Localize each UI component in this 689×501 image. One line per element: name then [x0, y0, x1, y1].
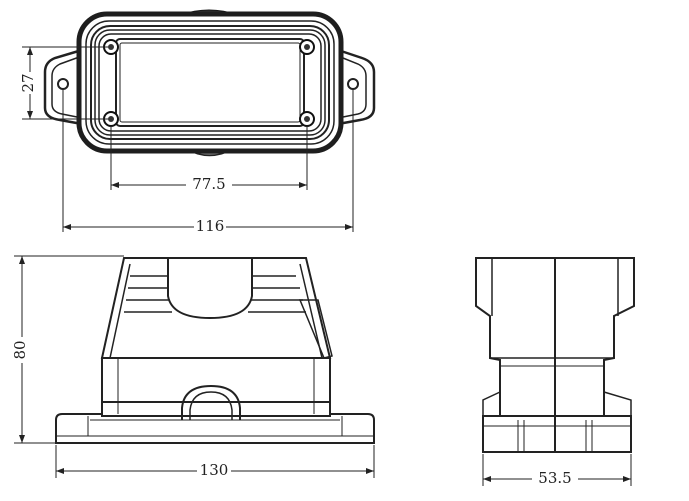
dim-label-27: 27: [19, 73, 37, 92]
side-view: 53.5: [475, 257, 635, 488]
front-hood: [100, 257, 332, 359]
hood-center-dome: [167, 258, 253, 320]
dim-27: 27: [19, 46, 108, 120]
side-base: [482, 415, 632, 453]
front-base: [55, 401, 375, 444]
dim-77-5: 77.5: [110, 126, 308, 194]
latch-lever: [298, 299, 333, 359]
dim-label-130: 130: [200, 461, 229, 479]
dim-label-80: 80: [11, 340, 29, 359]
right-flange: [337, 48, 376, 126]
top-inner-window: [115, 38, 305, 127]
right-flange-hole: [347, 78, 359, 90]
dim-53-5: 53.5: [482, 454, 632, 488]
top-housing-outer: [76, 11, 344, 154]
dim-130: 130: [55, 445, 375, 480]
left-flange-hole: [57, 78, 69, 90]
dim-80: 80: [11, 255, 124, 444]
dim-label-116: 116: [196, 217, 225, 235]
dim-label-77-5: 77.5: [192, 175, 225, 193]
cable-arch: [181, 384, 241, 420]
front-view: 80 130: [11, 255, 375, 480]
top-gasket: [94, 29, 326, 136]
dim-label-53-5: 53.5: [538, 469, 571, 487]
side-upper: [475, 257, 635, 417]
dim-116: 116: [62, 90, 354, 236]
top-view: 27 77.5 116: [19, 9, 376, 236]
